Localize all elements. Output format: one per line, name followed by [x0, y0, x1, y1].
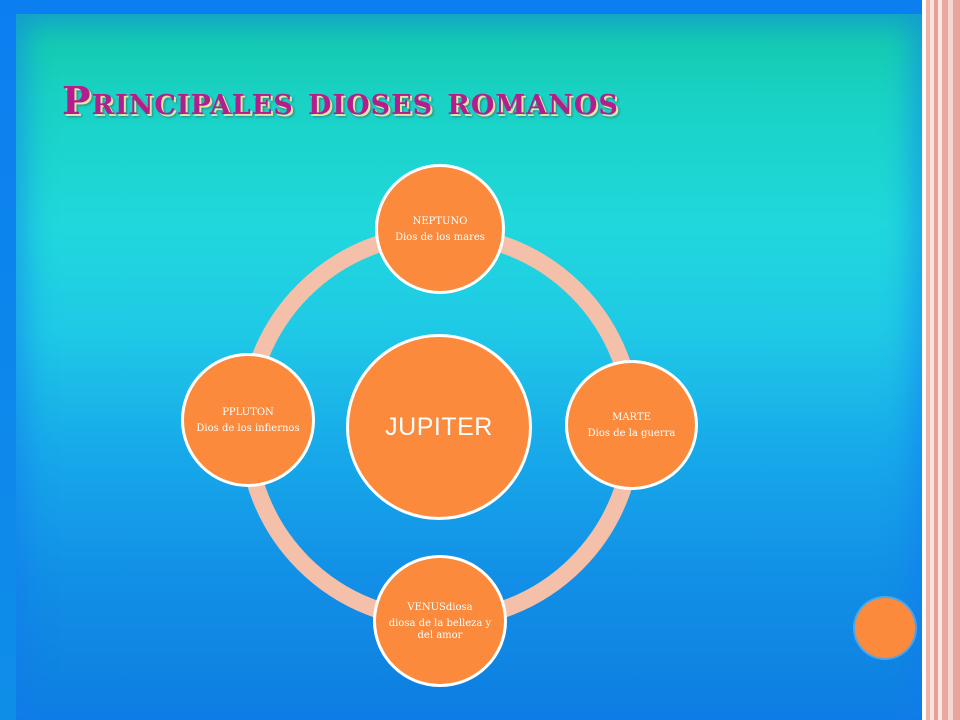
decorative-stripes [922, 0, 960, 720]
node-neptuno: NEPTUNO Dios de los mares [375, 164, 505, 294]
node-name: MARTE [612, 411, 651, 423]
node-marte: MARTE Dios de la guerra [565, 360, 698, 490]
node-name: PPLUTON [222, 406, 274, 418]
center-node-label: JUPITER [385, 412, 493, 441]
node-description: diosa de la belleza y del amor [388, 617, 492, 641]
slide-title: Principales dioses romanos [62, 78, 619, 123]
decorative-circle [855, 598, 915, 658]
node-description: Dios de los mares [395, 231, 485, 243]
node-description: Dios de los infiernos [196, 422, 300, 434]
node-name: VENUSdiosa [407, 601, 473, 613]
center-node-jupiter: JUPITER [346, 334, 532, 520]
node-pluton: PPLUTON Dios de los infiernos [181, 353, 315, 487]
node-venus: VENUSdiosa diosa de la belleza y del amo… [373, 555, 507, 687]
node-name: NEPTUNO [412, 215, 468, 227]
node-description: Dios de la guerra [587, 427, 676, 439]
